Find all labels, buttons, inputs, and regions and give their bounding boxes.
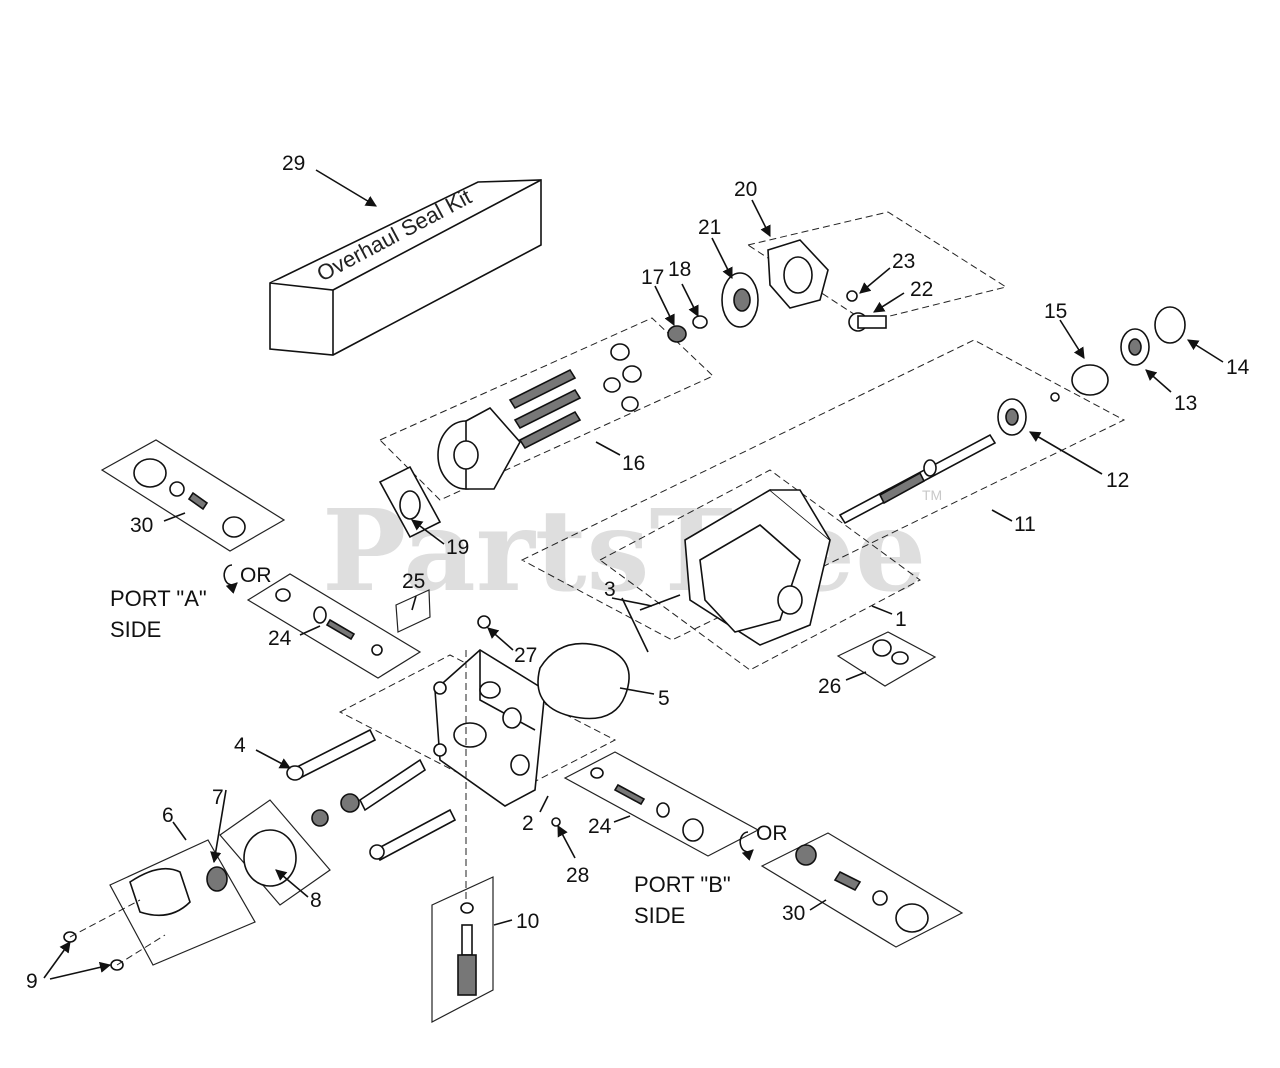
frame-10	[431, 876, 494, 1023]
callout-30-top[interactable]: 30	[130, 514, 153, 537]
part-12-spacer[interactable]	[1050, 392, 1060, 402]
callout-21[interactable]: 21	[698, 216, 721, 239]
part-24a-check-valve[interactable]	[275, 588, 383, 656]
callout-24-top[interactable]: 24	[268, 627, 292, 650]
callout-12[interactable]: 12	[1106, 469, 1129, 492]
part-13-seal[interactable]	[1120, 328, 1150, 366]
part-2-center-section[interactable]	[433, 649, 546, 807]
callout-10[interactable]: 10	[516, 910, 539, 933]
callout-14[interactable]: 14	[1226, 356, 1250, 379]
callout-2[interactable]: 2	[522, 812, 534, 835]
callout-27[interactable]: 27	[514, 644, 537, 667]
part-12-bearing[interactable]	[997, 398, 1027, 436]
frame-6	[109, 839, 256, 966]
watermark-trademark: TM	[922, 487, 942, 503]
frame-24b	[563, 751, 760, 857]
callout-29[interactable]: 29	[282, 152, 305, 175]
or-label-a: OR	[240, 564, 272, 587]
part-22-shaft-pin[interactable]	[848, 312, 887, 332]
part-26-fitting[interactable]	[872, 639, 909, 665]
callout-6[interactable]: 6	[162, 804, 174, 827]
frame-20-22	[746, 211, 1008, 323]
part-14-retaining-ring[interactable]	[1154, 306, 1186, 344]
frame-1	[599, 469, 921, 671]
part-21-bearing[interactable]	[721, 272, 759, 328]
leader-lines	[43, 169, 1224, 980]
callout-22[interactable]: 22	[910, 278, 933, 301]
part-28-pin[interactable]	[551, 817, 561, 827]
part-5-gasket[interactable]	[537, 642, 630, 720]
callout-26[interactable]: 26	[818, 675, 841, 698]
callout-16[interactable]: 16	[622, 452, 645, 475]
callout-25[interactable]: 25	[402, 570, 425, 593]
callout-5[interactable]: 5	[658, 687, 670, 710]
callout-20[interactable]: 20	[734, 178, 757, 201]
callout-15[interactable]: 15	[1044, 300, 1067, 323]
port-a-line2: SIDE	[110, 617, 161, 642]
frame-2	[338, 654, 617, 798]
part-17-retainer[interactable]	[667, 325, 687, 343]
part-29-overhaul-seal-kit[interactable]: Overhaul Seal Kit	[269, 179, 542, 356]
part-30a-relief-valve[interactable]	[133, 458, 246, 538]
part-3-pin[interactable]	[639, 594, 681, 611]
callout-28[interactable]: 28	[566, 864, 589, 887]
callout-labels: 29 20 21 17 18 23 22 15 14 13 16 12 30 1…	[26, 152, 1250, 993]
rotation-arrow-b-icon	[739, 831, 754, 861]
or-label-b: OR	[756, 822, 788, 845]
callout-19[interactable]: 19	[446, 536, 469, 559]
part-8-gasket[interactable]	[243, 829, 297, 887]
part-18-washer[interactable]	[692, 315, 708, 329]
callout-13[interactable]: 13	[1174, 392, 1197, 415]
part-15-snap-ring[interactable]	[1071, 364, 1109, 396]
frame-16	[379, 317, 714, 501]
callout-8[interactable]: 8	[310, 889, 322, 912]
part-11-input-shaft[interactable]	[838, 433, 997, 525]
port-b-line1: PORT "B"	[634, 872, 731, 897]
callout-18[interactable]: 18	[668, 258, 691, 281]
callout-1[interactable]: 1	[895, 608, 907, 631]
part-6-cover[interactable]	[129, 867, 191, 917]
frame-24a	[246, 573, 422, 679]
part-16-cylinder-block[interactable]	[437, 343, 642, 490]
callout-7[interactable]: 7	[212, 786, 224, 809]
callout-24-bottom[interactable]: 24	[588, 815, 612, 838]
part-27-plug[interactable]	[477, 615, 491, 629]
frame-30b	[760, 832, 964, 948]
callout-4[interactable]: 4	[234, 734, 246, 757]
callout-30-bottom[interactable]: 30	[782, 902, 805, 925]
part-4-bolts[interactable]	[286, 728, 457, 862]
frame-30a	[100, 439, 286, 552]
port-a-line1: PORT "A"	[110, 586, 207, 611]
part-1-housing[interactable]	[684, 489, 831, 646]
callout-9[interactable]: 9	[26, 970, 38, 993]
callout-23[interactable]: 23	[892, 250, 915, 273]
frame-26	[836, 631, 937, 687]
port-b-line2: SIDE	[634, 903, 685, 928]
callout-3[interactable]: 3	[604, 578, 616, 601]
part-7-nut[interactable]	[206, 866, 228, 892]
part-19-swashplate[interactable]	[378, 465, 442, 539]
callout-17[interactable]: 17	[641, 266, 664, 289]
callout-11[interactable]: 11	[1014, 513, 1036, 536]
part-10-valve-stem[interactable]	[457, 902, 477, 996]
part-20-cover[interactable]	[767, 239, 829, 309]
part-23-key[interactable]	[846, 290, 858, 302]
part-25-plate[interactable]	[395, 589, 431, 633]
frame-11	[520, 339, 1126, 641]
part-30b-relief-valve[interactable]	[795, 844, 929, 933]
part-24b-check-valve[interactable]	[590, 767, 704, 842]
rotation-arrow-a-icon	[223, 564, 238, 594]
